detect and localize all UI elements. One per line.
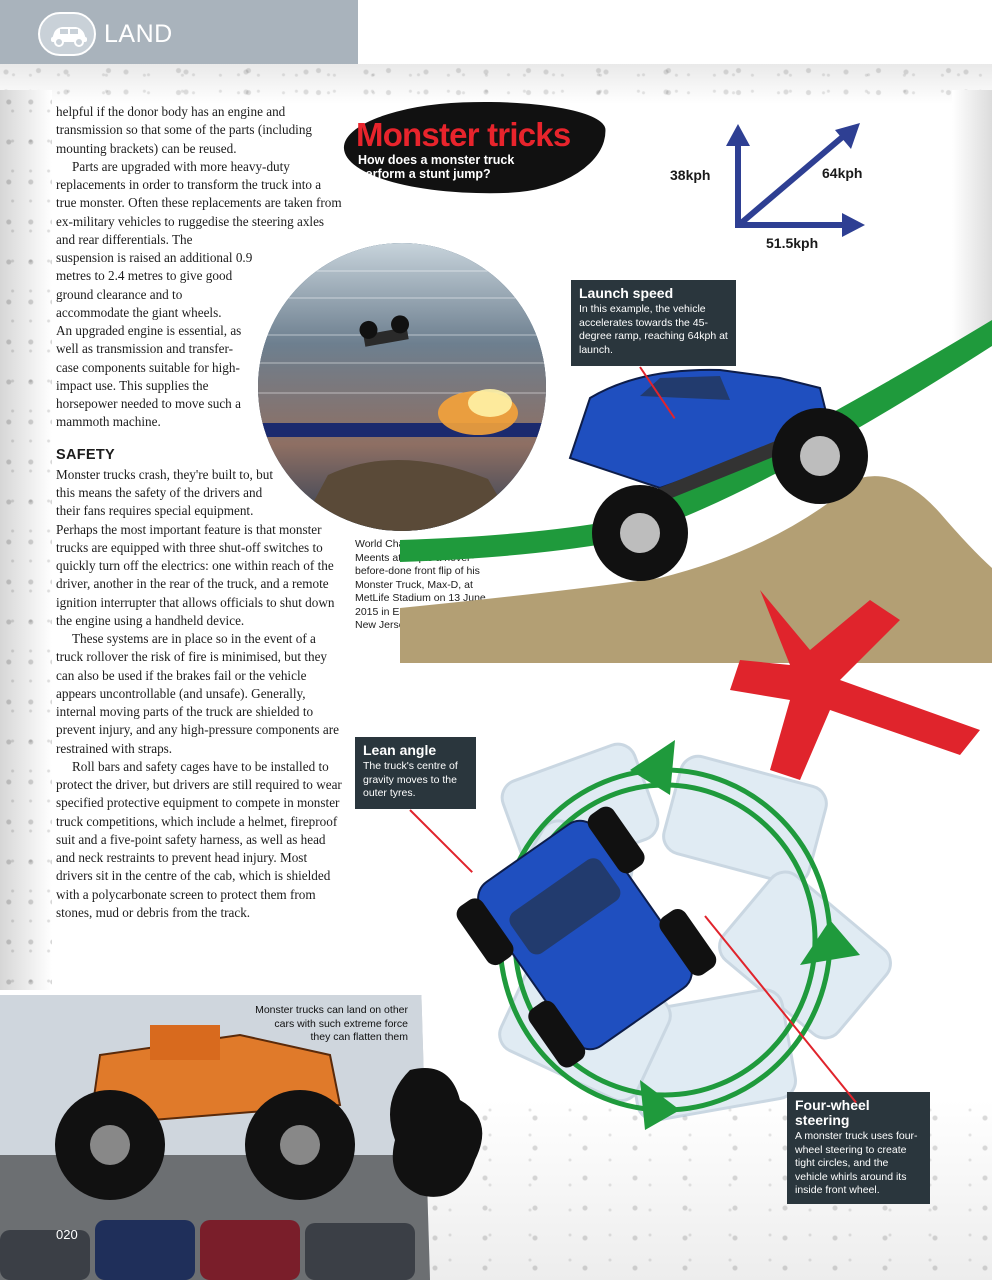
safety-intro-paragraph: Monster trucks crash, they're built to, … <box>56 466 273 519</box>
blue-truck-top-view <box>456 806 717 1068</box>
body-text-column: helpful if the donor body has an engine … <box>56 103 344 922</box>
horizontal-speed-label: 51.5kph <box>766 235 819 251</box>
vertical-arrowhead <box>726 124 750 146</box>
lean-angle-body: The truck's centre of gravity moves to t… <box>363 760 458 799</box>
lean-angle-title: Lean angle <box>363 742 437 758</box>
grunge-border-top <box>0 64 992 104</box>
safety-heading: SAFETY <box>56 446 115 463</box>
four-wheel-steering-callout: Four-wheel steering A monster truck uses… <box>787 1092 930 1204</box>
orange-monster-truck <box>55 1025 355 1200</box>
grunge-border-right <box>952 90 992 340</box>
lean-angle-callout: Lean angle The truck's centre of gravity… <box>355 737 476 809</box>
steering-diagram <box>456 740 892 1130</box>
section-header: LAND <box>0 0 358 64</box>
intro-paragraph: helpful if the donor body has an engine … <box>56 104 313 156</box>
feature-title: Monster tricks <box>356 116 571 153</box>
speed-vector-diagram <box>726 123 865 237</box>
rollbars-paragraph: Roll bars and safety cages have to be in… <box>56 758 342 920</box>
suspension-paragraph: suspension is raised an additional 0.9 m… <box>56 250 253 320</box>
engine-paragraph: An upgraded engine is essential, as well… <box>56 323 242 430</box>
red-x-splat <box>730 590 980 780</box>
car-crush-photo <box>0 995 430 1280</box>
launch-speed-callout: Launch speed In this example, the vehicl… <box>571 280 736 366</box>
four-wheel-steering-title: Four-wheel steering <box>795 1097 870 1128</box>
vertical-speed-label: 38kph <box>670 167 711 183</box>
dirt-ramp <box>400 476 992 663</box>
horizontal-arrowhead <box>842 213 865 237</box>
systems-paragraph: These systems are in place so in the eve… <box>56 631 339 756</box>
four-wheel-steering-body: A monster truck uses four-wheel steering… <box>795 1130 918 1196</box>
launch-speed-title: Launch speed <box>579 285 674 301</box>
green-path <box>400 320 992 562</box>
grunge-border-left <box>0 90 52 990</box>
parts-paragraph: Parts are upgraded with more heavy-duty … <box>56 158 342 247</box>
shutoff-paragraph: Perhaps the most important feature is th… <box>56 521 335 628</box>
ramp-scene <box>400 320 992 663</box>
section-label: LAND <box>104 20 173 48</box>
diagonal-arrowhead <box>835 123 860 149</box>
stadium-photo <box>258 243 546 531</box>
diagonal-speed-label: 64kph <box>822 165 863 181</box>
diagonal-arrow-shaft <box>738 131 848 227</box>
launch-speed-body: In this example, the vehicle accelerates… <box>579 303 728 356</box>
page-number: 020 <box>56 1227 78 1242</box>
feature-subtitle: How does a monster truck perform a stunt… <box>358 153 515 181</box>
blue-monster-truck <box>568 368 868 581</box>
car-icon <box>38 12 96 56</box>
ink-blot <box>390 1068 483 1197</box>
car-crush-caption: Monster trucks can land on other cars wi… <box>255 1004 408 1043</box>
